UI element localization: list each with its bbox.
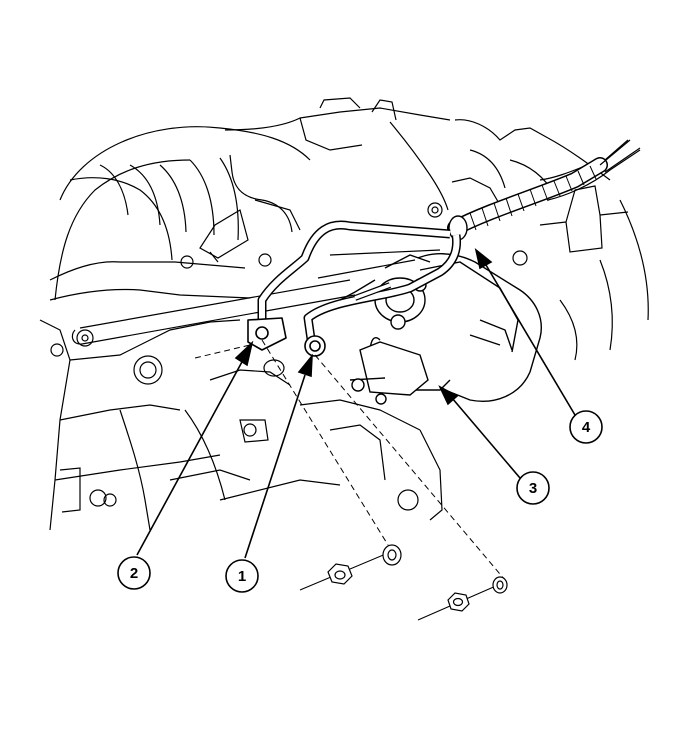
engine-block-outline xyxy=(39,97,649,531)
callout-4: 4 xyxy=(569,410,603,444)
callout-leaders xyxy=(136,247,576,559)
callout-1: 1 xyxy=(225,559,259,593)
nut-washer-set-upper xyxy=(327,544,402,585)
callout-3: 3 xyxy=(516,471,550,505)
callout-2-label: 2 xyxy=(130,565,138,582)
nut-washer-set-lower xyxy=(447,576,508,612)
callout-2: 2 xyxy=(117,556,151,590)
battery-cable-harness xyxy=(447,139,641,241)
callout-3-label: 3 xyxy=(529,480,537,497)
starter-motor xyxy=(339,253,542,405)
callout-4-label: 4 xyxy=(582,419,591,436)
callout-1-label: 1 xyxy=(238,568,246,585)
starter-cables xyxy=(247,220,462,357)
